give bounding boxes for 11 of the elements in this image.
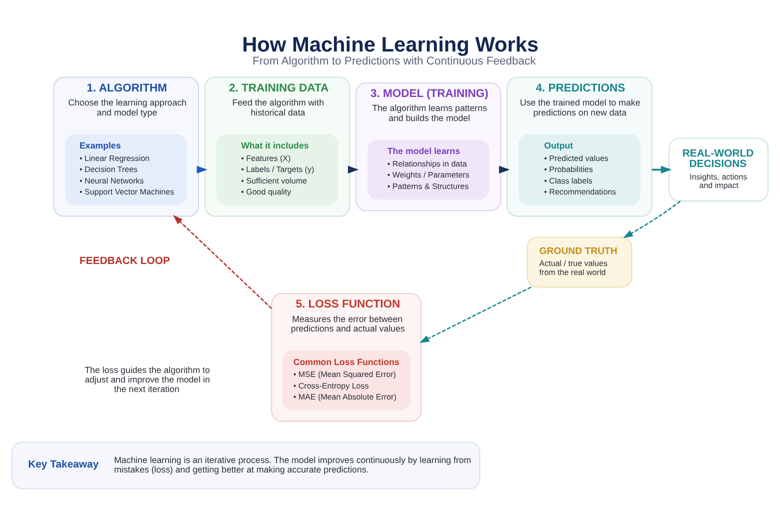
arrow [173,214,272,308]
label: FEEDBACK LOOP [80,256,170,267]
arrow [623,200,681,238]
arrow [652,165,672,173]
node-box: REAL-WORLD DECISIONS Insights, actions and impact [668,137,768,201]
label: The loss guides the algorithm to adjust and improve the model in the next iteration [84,364,210,394]
caption: From Algorithm to Predictions with Continuous Feedback [252,55,536,68]
arrow [419,286,532,342]
node-box: GROUND TRUTH Actual / true values from the real world [526,236,632,287]
node-box: Key Takeaway Machine learning is an iterative process. The model improves continuously by learning from mistakes (loss) and getting better at making accurate predictions. [12,441,480,489]
diagram-title: How Machine Learning Works [242,32,539,56]
